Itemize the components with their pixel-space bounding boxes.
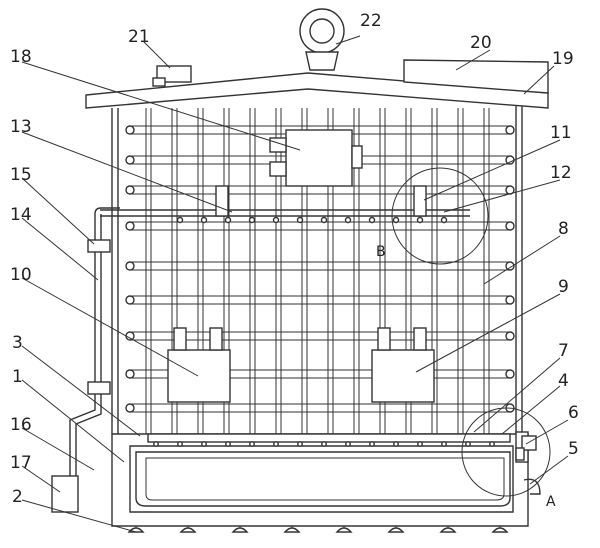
water-pump [51, 475, 79, 513]
label-part-9: 9 [558, 277, 569, 297]
spray-nozzle [177, 441, 183, 447]
spray-nozzle [465, 441, 471, 447]
label-detail-a: A [546, 494, 556, 510]
spray-nozzle [417, 441, 423, 447]
label-part-15: 15 [10, 165, 32, 185]
base-foot [335, 527, 353, 533]
label-part-17: 17 [10, 453, 32, 473]
label-part-20: 20 [470, 33, 492, 53]
shelf-end-cap [125, 295, 135, 305]
lifting-ring [299, 8, 345, 71]
shelf-end-cap [125, 125, 135, 135]
fan-unit-top [269, 129, 363, 187]
spray-nozzle [296, 216, 304, 224]
spray-nozzle [200, 216, 208, 224]
label-part-12: 12 [550, 163, 572, 183]
spray-nozzle [320, 216, 328, 224]
fan-unit-right [371, 327, 435, 403]
spray-nozzle [393, 441, 399, 447]
shelf-end-cap [505, 261, 515, 271]
label-detail-b: B [376, 244, 386, 260]
label-part-14: 14 [10, 205, 32, 225]
shelf-end-cap [505, 331, 515, 341]
shelf-end-cap [125, 185, 135, 195]
base-foot [439, 527, 457, 533]
label-part-7: 7 [558, 341, 569, 361]
label-part-22: 22 [360, 11, 382, 31]
leader-lines [21, 35, 569, 533]
shelf-end-cap [505, 369, 515, 379]
base-foot [491, 527, 509, 533]
label-part-1: 1 [12, 367, 23, 387]
label-part-18: 18 [10, 47, 32, 67]
spray-nozzle [201, 441, 207, 447]
spray-nozzle [369, 441, 375, 447]
spray-nozzle [345, 441, 351, 447]
base-foot [179, 527, 197, 533]
label-part-13: 13 [10, 117, 32, 137]
label-part-10: 10 [10, 265, 32, 285]
spray-nozzle [392, 216, 400, 224]
spray-nozzle [440, 216, 448, 224]
solar-panel [403, 59, 549, 94]
shelf-end-cap [125, 261, 135, 271]
spray-nozzle [489, 441, 495, 447]
spray-pipe-upper [100, 209, 470, 224]
spray-nozzle [273, 441, 279, 447]
drain-valve [515, 431, 541, 495]
detail-circle-a [461, 407, 551, 497]
shelf-end-cap [125, 403, 135, 413]
spray-nozzle [176, 216, 184, 224]
spray-nozzle [297, 441, 303, 447]
label-part-5: 5 [568, 439, 579, 459]
shelf-end-cap [505, 221, 515, 231]
spray-nozzle [225, 441, 231, 447]
spray-nozzle [368, 216, 376, 224]
base-foot [387, 527, 405, 533]
part-labels: 18 13 15 14 10 3 1 16 17 2 21 22 20 19 1… [10, 11, 579, 510]
base-foot [127, 527, 145, 533]
shelf-end-cap [125, 221, 135, 231]
label-part-19: 19 [552, 49, 574, 69]
spray-nozzle [153, 441, 159, 447]
label-part-6: 6 [568, 403, 579, 423]
roof-vent [152, 65, 192, 87]
spray-nozzle [441, 441, 447, 447]
base-feet [127, 526, 509, 533]
label-part-11: 11 [550, 123, 572, 143]
label-part-2: 2 [12, 487, 23, 507]
shelf-end-cap [505, 295, 515, 305]
spray-nozzle [224, 216, 232, 224]
label-part-3: 3 [12, 333, 23, 353]
cabinet-frame [111, 100, 523, 434]
spray-nozzle [248, 216, 256, 224]
shelf-end-cap [505, 125, 515, 135]
fan-unit-left [167, 327, 231, 403]
spray-nozzle [416, 216, 424, 224]
shelf-end-cap [125, 155, 135, 165]
water-tray [135, 451, 511, 507]
spray-nozzle [272, 216, 280, 224]
spray-nozzle [249, 441, 255, 447]
shelf-end-cap [125, 369, 135, 379]
spray-nozzle [344, 216, 352, 224]
base-foot [231, 527, 249, 533]
label-part-4: 4 [558, 371, 569, 391]
detail-circle-b [391, 167, 489, 265]
shelf-end-cap [125, 331, 135, 341]
roof [85, 72, 549, 109]
pipe-clamps [215, 185, 427, 217]
base-foot [283, 527, 301, 533]
spray-nozzle [321, 441, 327, 447]
label-part-21: 21 [128, 27, 150, 47]
label-part-8: 8 [558, 219, 569, 239]
label-part-16: 16 [10, 415, 32, 435]
spray-strip [147, 433, 511, 447]
